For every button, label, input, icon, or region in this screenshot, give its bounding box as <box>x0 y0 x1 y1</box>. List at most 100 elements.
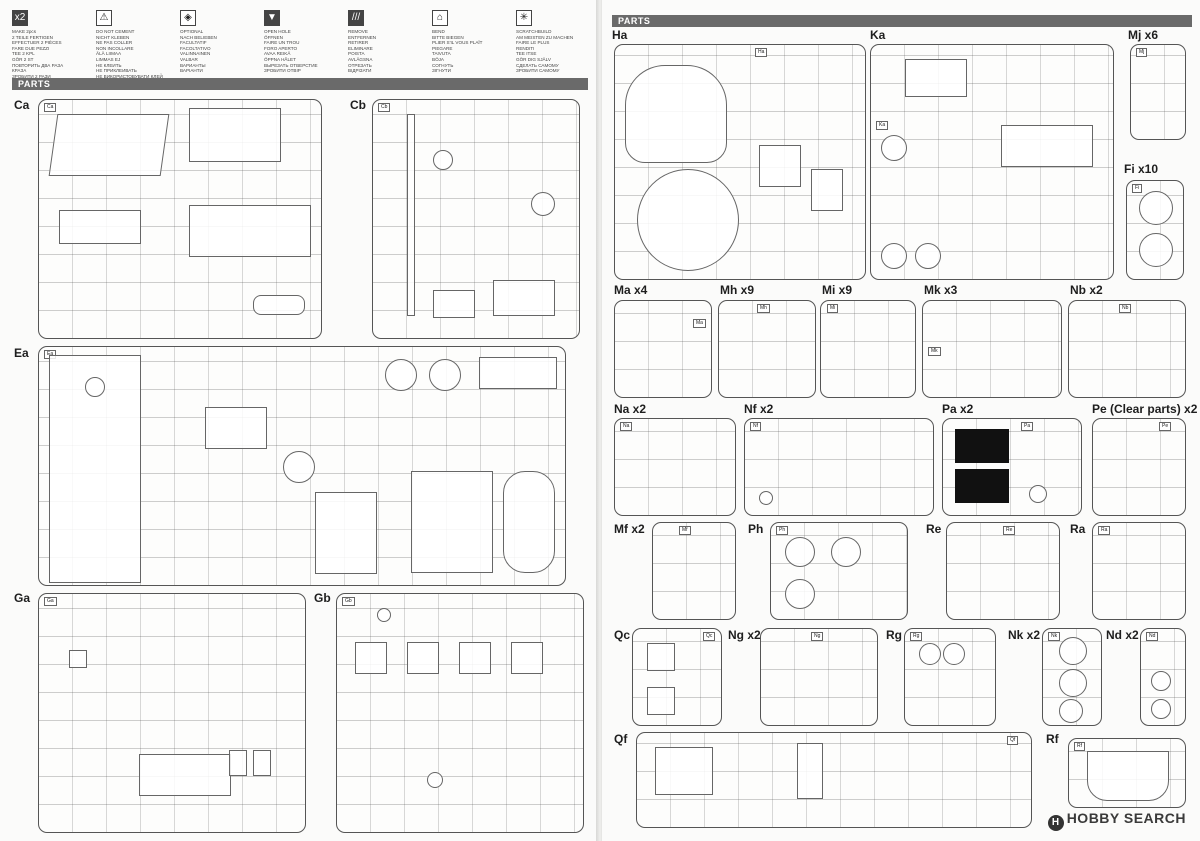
part <box>655 747 713 795</box>
sprue-label-ra: Ra <box>1070 522 1086 536</box>
legend-text: ENTFERNEN <box>348 34 377 40</box>
sprue-mj: Mj <box>1130 44 1186 140</box>
part <box>785 537 815 567</box>
sprue-nb: Nb <box>1068 300 1186 398</box>
sprue-tag-rf: Rf <box>1074 742 1085 751</box>
sprue-tag-re: Re <box>1003 526 1016 535</box>
part <box>759 491 773 505</box>
legend-text: BITTE BIEGEN <box>432 34 464 40</box>
road-wheel-part <box>1139 233 1173 267</box>
sprue-tag-mj: Mj <box>1136 48 1148 57</box>
legend-text: DO NOT CEMENT <box>96 29 135 34</box>
part <box>253 750 271 776</box>
legend-text: 2 TEILE FERTIGEN <box>12 34 53 40</box>
sprue-ng: Ng <box>760 628 878 726</box>
legend-text: ВЫРЕЗАТЬ ОТВЕРСТИЕ <box>264 62 318 68</box>
part <box>1059 669 1087 697</box>
sprue-qf: Qf <box>636 732 1032 828</box>
sprue-label-cb: Cb <box>350 98 366 112</box>
legend-text: POISTA <box>348 51 365 57</box>
part <box>1059 637 1087 665</box>
sprue-mi: Mi <box>820 300 916 398</box>
legend-text: BEND <box>432 29 445 34</box>
sprue-label-ga: Ga <box>14 591 31 605</box>
sprue-mf: Mf <box>652 522 736 620</box>
sprue-pa: Pa <box>942 418 1082 516</box>
sprue-ra: Ra <box>1092 522 1186 620</box>
optional-icon: ◈ <box>180 10 196 26</box>
sprue-tag-nb: Nb <box>1119 304 1132 313</box>
sprue-ha: Ha <box>614 44 866 280</box>
legend-text: REMOVE <box>348 29 368 34</box>
sprue-label-nb: Nb x2 <box>1070 283 1103 297</box>
sprue-nd: Nd <box>1140 628 1186 726</box>
part <box>647 687 675 715</box>
sprue-tag-mi: Mi <box>827 304 839 313</box>
legend-text: FACOLTATIVO <box>180 45 211 51</box>
part <box>1151 699 1171 719</box>
sprue-label-re: Re <box>926 522 942 536</box>
legend-text: ЗРОБИТИ 2 РАЗИ <box>12 73 51 79</box>
sprue-nk: Nk <box>1042 628 1102 726</box>
part <box>433 290 475 318</box>
legend-text: СДЕЛАТЬ САМОМУ <box>516 62 559 68</box>
sprue-mh: Mh <box>718 300 816 398</box>
part <box>759 145 801 187</box>
part <box>479 357 557 389</box>
sprue-label-fi: Fi x10 <box>1124 162 1159 176</box>
part <box>229 750 247 776</box>
sprue-re: Re <box>946 522 1060 620</box>
legend-text: КРАЗА <box>12 68 27 74</box>
sprue-label-mf: Mf x2 <box>614 522 645 536</box>
sprue-tag-cb: Cb <box>378 103 391 112</box>
legend-text: TEE ITSE <box>516 51 537 57</box>
legend-open-hole: ▼ OPEN HOLE ÖFFNEN FAIRE UN TROU FORO AP… <box>264 10 344 74</box>
legend-text: AVAA REIKÄ <box>264 51 291 57</box>
road-wheel-part <box>1139 191 1173 225</box>
legend-bend: ⌂ BEND BITTE BIEGEN PLIER S'IL VOUS PLAÎ… <box>432 10 512 74</box>
sprue-tag-qf: Qf <box>1007 736 1019 745</box>
sprue-label-nf: Nf x2 <box>744 402 774 416</box>
sprue-label-mh: Mh x9 <box>720 283 755 297</box>
sprue-label-mj: Mj x6 <box>1128 28 1159 42</box>
legend-text: ЗРОБИТИ ОТВІР <box>264 68 301 74</box>
legend-text: OPEN HOLE <box>264 29 291 34</box>
sprue-tag-gb: Gb <box>342 597 355 606</box>
part <box>955 429 1009 463</box>
sprue-tag-ga: Ga <box>44 597 57 606</box>
legend-text: NACH BELIEBEN <box>180 34 217 40</box>
part <box>511 642 543 674</box>
sprue-tag-nk: Nk <box>1048 632 1061 641</box>
part <box>69 650 87 668</box>
legend-scratchbuild: ✳ SCRATCHBUILD AM MEISTEN ZU MACHEN FAIR… <box>516 10 596 74</box>
part <box>831 537 861 567</box>
bend-icon: ⌂ <box>432 10 448 26</box>
sprue-ma: Ma <box>614 300 712 398</box>
no-cement-icon: ⚠ <box>96 10 112 26</box>
part <box>531 192 555 216</box>
sprue-label-pa: Pa x2 <box>942 402 974 416</box>
sprue-tag-ra: Ra <box>1098 526 1111 535</box>
sprue-tag-ma: Ma <box>693 319 706 328</box>
sprue-ea: Ea <box>38 346 566 586</box>
x2-icon: x2 <box>12 10 28 26</box>
sprue-ca: Ca <box>38 99 322 339</box>
sprue-ka: Ka <box>870 44 1114 280</box>
part <box>1087 751 1169 801</box>
symbol-legend: x2 MAKE 2pcs 2 TEILE FERTIGEN EFFECTUER … <box>12 10 592 84</box>
sprue-tag-ka: Ka <box>876 121 889 130</box>
sprue-rg: Rg <box>904 628 996 726</box>
part <box>955 469 1009 503</box>
sprue-label-ma: Ma x4 <box>614 283 648 297</box>
sprue-rf: Rf <box>1068 738 1186 808</box>
part <box>1001 125 1093 167</box>
legend-text: TEE 2 KPL <box>12 51 35 57</box>
sprue-na: Na <box>614 418 736 516</box>
sprue-tag-rg: Rg <box>910 632 923 641</box>
legend-text: СОГНУТЬ <box>432 62 454 68</box>
part <box>905 59 967 97</box>
legend-text: ВАРИАНТЫ <box>180 62 206 68</box>
scratchbuild-icon: ✳ <box>516 10 532 26</box>
sprue-nf: Nf <box>744 418 934 516</box>
legend-text: НЕ ВИКОРИСТОВУВАТИ КЛЕЙ <box>96 73 163 79</box>
